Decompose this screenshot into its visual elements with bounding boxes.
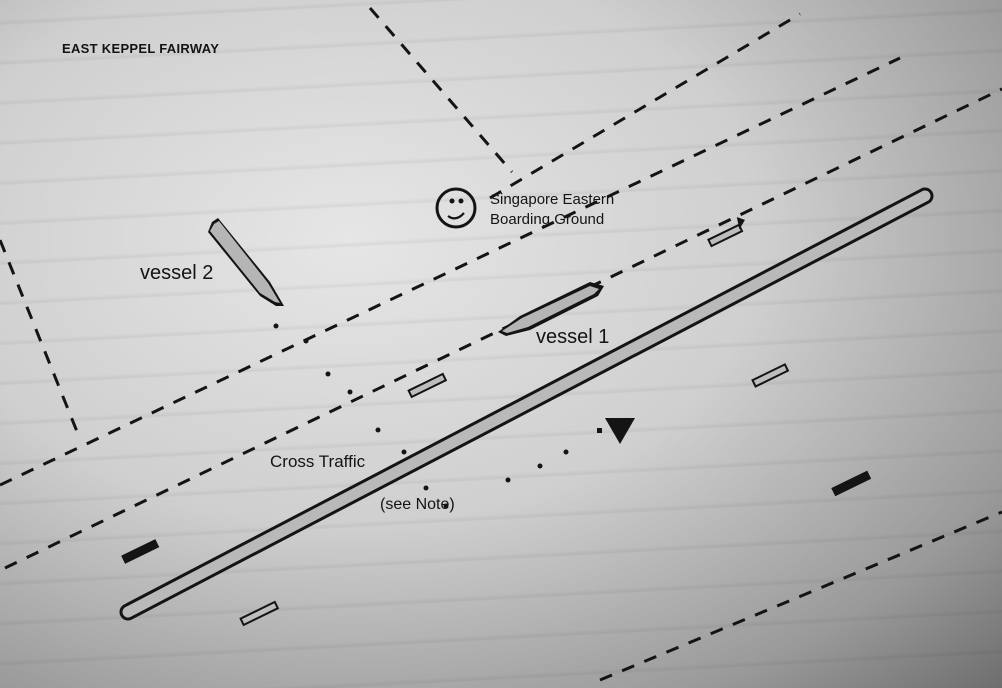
fairway-boundary-top-outer: [489, 12, 801, 200]
cross-boundary-left: [0, 239, 80, 435]
boarding-ground-label: Singapore Eastern Boarding Ground: [490, 190, 614, 230]
traffic-arrow-1: [707, 217, 745, 248]
boarding-ground-line-2: Boarding Ground: [490, 211, 605, 228]
triangle-marker: [597, 418, 635, 444]
cross-traffic-track: [273, 323, 569, 509]
boarding-ground-line-1: Singapore Eastern: [490, 191, 615, 208]
traffic-arrow-2: [407, 372, 448, 399]
fairway-boundary-bottom: [599, 510, 1002, 682]
boarding-ground-symbol: [435, 187, 477, 229]
vessel-2-label: vessel 2: [140, 262, 214, 284]
separation-zone: [119, 187, 934, 621]
vessel-2-hull: [208, 218, 284, 306]
traffic-arrow-5: [121, 539, 160, 564]
traffic-arrow-3: [751, 363, 790, 388]
traffic-arrow-6: [239, 600, 280, 627]
cross-boundary-right: [368, 7, 514, 173]
vessel-1-label: vessel 1: [536, 326, 610, 348]
diagram-title: EAST KEPPEL FAIRWAY: [62, 41, 220, 56]
vessel-1-hull: [498, 282, 604, 336]
see-note-label: (see Note): [380, 496, 455, 513]
traffic-arrow-4: [831, 470, 872, 497]
cross-traffic-label: Cross Traffic: [270, 452, 366, 471]
